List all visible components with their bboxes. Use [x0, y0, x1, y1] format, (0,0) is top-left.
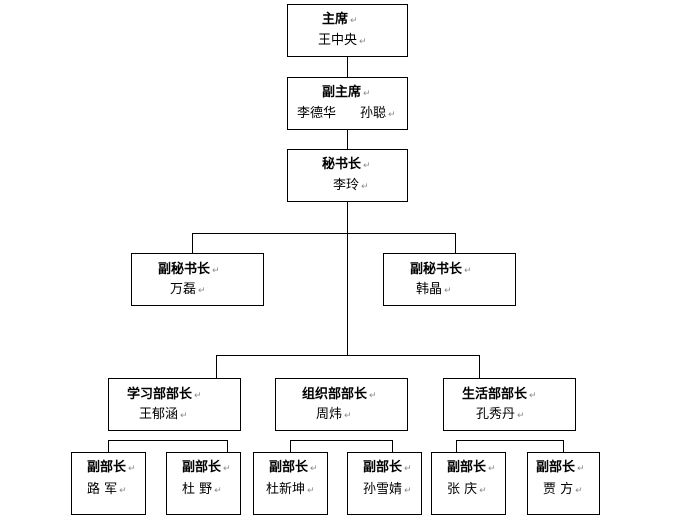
life-minister-title: 生活部部长↵ [462, 387, 537, 402]
chairman-name: 王中央↵ [318, 33, 367, 48]
life-deputy-1-box: 副部长↵ 张 庆↵ [431, 452, 506, 515]
life-deputy-1-title: 副部长↵ [447, 460, 496, 475]
study-minister-name: 王郁涵↵ [139, 407, 188, 422]
life-minister-box: 生活部部长↵ 孔秀丹↵ [443, 378, 576, 431]
study-deputy-1-title: 副部长↵ [87, 460, 136, 475]
deputy-secretary-right-title: 副秘书长↵ [410, 262, 472, 277]
chairman-title: 主席↵ [322, 12, 358, 27]
deputy-secretary-right-name: 韩晶↵ [416, 282, 452, 297]
organization-minister-name: 周炜↵ [316, 407, 352, 422]
org-deputy-1-name: 杜新坤↵ [266, 482, 315, 497]
deputy-secretary-left-name: 万磊↵ [170, 282, 206, 297]
study-deputy-2-title: 副部长↵ [182, 460, 231, 475]
deputy-secretary-right-box: 副秘书长↵ 韩晶↵ [383, 253, 516, 306]
life-deputy-2-name: 贾 方↵ [543, 482, 583, 497]
secretary-general-title: 秘书长↵ [322, 157, 371, 172]
life-minister-name: 孔秀丹↵ [476, 407, 525, 422]
vice-chairman-name-1: 李德华 [297, 106, 337, 121]
life-deputy-1-name: 张 庆↵ [447, 482, 487, 497]
study-deputy-1-box: 副部长↵ 路 军↵ [71, 452, 146, 515]
study-minister-title: 学习部部长↵ [127, 387, 202, 402]
study-minister-box: 学习部部长↵ 王郁涵↵ [108, 378, 241, 431]
deputy-secretary-left-box: 副秘书长↵ 万磊↵ [131, 253, 264, 306]
life-deputy-2-box: 副部长↵ 贾 方↵ [527, 452, 600, 515]
study-deputy-2-name: 杜 野↵ [182, 482, 222, 497]
vice-chairman-title: 副主席↵ [322, 85, 371, 100]
org-deputy-1-box: 副部长↵ 杜新坤↵ [253, 452, 328, 515]
vice-chairman-name-2: 孙聪↵ [360, 106, 396, 121]
chairman-box: 主席↵ 王中央↵ [287, 4, 408, 57]
life-deputy-2-title: 副部长↵ [536, 460, 585, 475]
secretary-general-box: 秘书长↵ 李玲↵ [287, 149, 408, 202]
org-deputy-2-box: 副部长↵ 孙雪婧↵ [347, 452, 422, 515]
organization-minister-title: 组织部部长↵ [302, 387, 377, 402]
org-deputy-2-title: 副部长↵ [363, 460, 412, 475]
vice-chairman-box: 副主席↵ 李德华 孙聪↵ [287, 77, 408, 130]
organization-minister-box: 组织部部长↵ 周炜↵ [275, 378, 408, 431]
secretary-general-name: 李玲↵ [333, 178, 369, 193]
org-deputy-2-name: 孙雪婧↵ [363, 482, 412, 497]
deputy-secretary-left-title: 副秘书长↵ [158, 262, 220, 277]
org-deputy-1-title: 副部长↵ [269, 460, 318, 475]
study-deputy-2-box: 副部长↵ 杜 野↵ [166, 452, 241, 515]
study-deputy-1-name: 路 军↵ [87, 482, 127, 497]
